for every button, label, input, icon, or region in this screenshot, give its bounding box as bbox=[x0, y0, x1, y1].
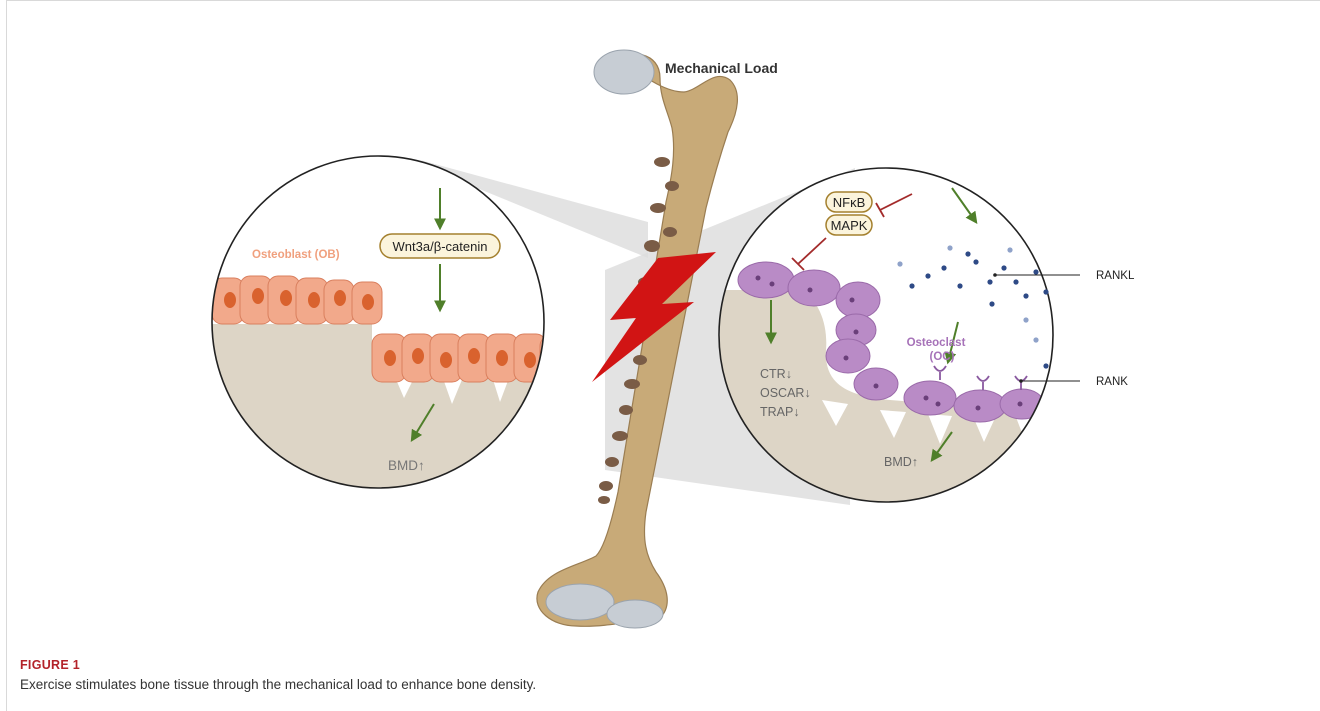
marker-trap: TRAP↓ bbox=[760, 405, 800, 419]
rankl-label: RANKL bbox=[1096, 270, 1135, 282]
left-panel: Wnt3a/β-catenin Osteoblast (OB) BMD↑ bbox=[212, 156, 562, 500]
osteoclast-label-line1: Osteoclast bbox=[907, 337, 966, 349]
marker-oscar: OSCAR↓ bbox=[760, 386, 811, 400]
marker-ctr: CTR↓ bbox=[760, 367, 792, 381]
bmd-label-right: BMD↑ bbox=[884, 455, 918, 469]
rank-label: RANK bbox=[1096, 376, 1128, 388]
figure-diagram: Mechanical Load bbox=[0, 0, 1320, 650]
osteoblast-label: Osteoblast (OB) bbox=[252, 249, 340, 261]
pathway-label-wnt: Wnt3a/β-catenin bbox=[393, 239, 488, 254]
figure-caption-label: FIGURE 1 bbox=[20, 658, 80, 672]
bmd-label-left: BMD↑ bbox=[388, 458, 425, 473]
pathway-label-mapk: MAPK bbox=[831, 218, 868, 233]
pathway-label-nfkb: NFκB bbox=[833, 195, 866, 210]
title-mechanical-load: Mechanical Load bbox=[665, 60, 778, 76]
osteoclast-label-line2: (OC) bbox=[930, 351, 955, 363]
figure-caption-text: Exercise stimulates bone tissue through … bbox=[20, 677, 536, 692]
